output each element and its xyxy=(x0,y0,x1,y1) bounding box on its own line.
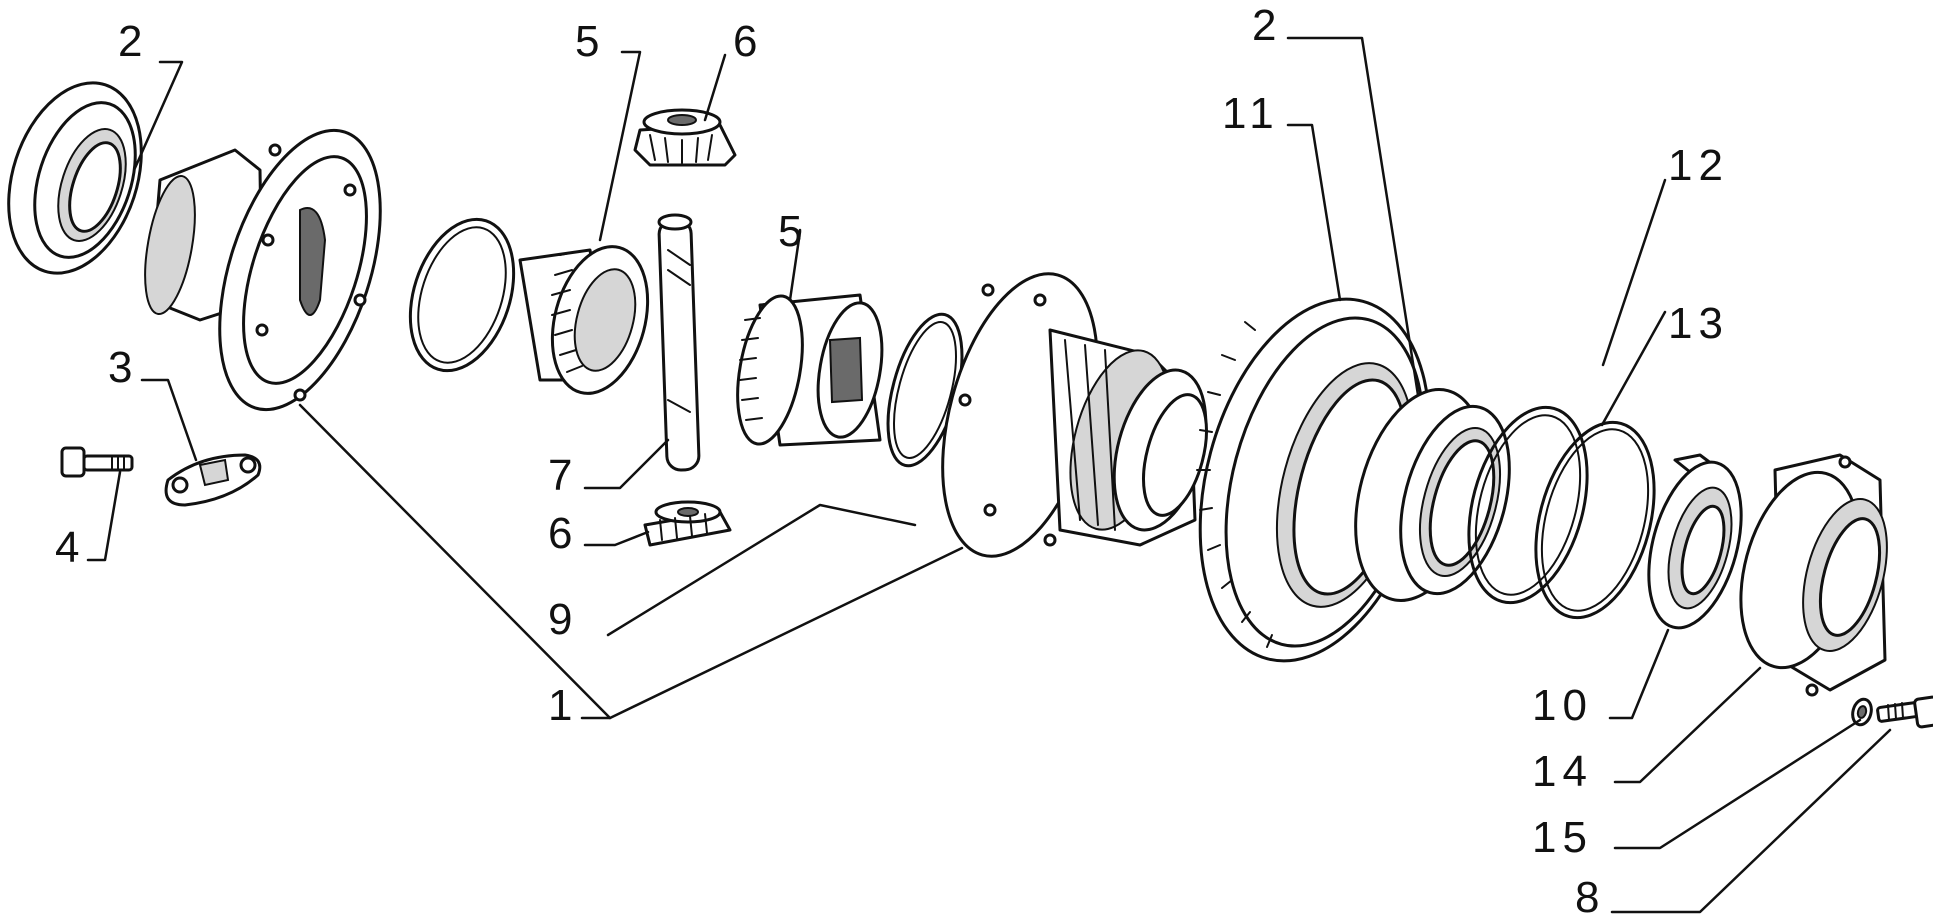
callout-13: 13 xyxy=(1668,299,1729,348)
callout-12: 12 xyxy=(1668,141,1729,190)
part-seal-tabbed xyxy=(1647,453,1743,630)
part-snap-ring-left xyxy=(408,217,516,373)
callout-2-right: 2 xyxy=(1252,1,1282,50)
part-side-gear-right xyxy=(736,293,884,447)
callout-14: 14 xyxy=(1532,747,1593,796)
part-housing-left xyxy=(144,128,382,412)
part-shim-ring xyxy=(1467,405,1589,605)
part-bearing-right xyxy=(1354,388,1511,602)
callout-6-bottom: 6 xyxy=(548,509,578,558)
part-bolt-left xyxy=(60,446,134,478)
part-washer xyxy=(1851,697,1873,727)
part-side-gear-left xyxy=(518,245,650,395)
part-seal-left xyxy=(7,81,143,275)
part-pinion-gear-bottom xyxy=(643,500,732,547)
callout-4: 4 xyxy=(55,523,85,572)
part-bearing-cover xyxy=(1739,453,1888,697)
callout-9: 9 xyxy=(548,595,578,644)
callout-7: 7 xyxy=(548,451,578,500)
callout-11: 11 xyxy=(1222,89,1280,138)
callout-1: 1 xyxy=(548,681,578,730)
part-cross-pin xyxy=(657,213,701,472)
callout-15: 15 xyxy=(1532,813,1593,862)
part-bolt-right xyxy=(1876,695,1933,729)
part-o-ring xyxy=(1534,420,1656,620)
callout-5-top: 5 xyxy=(575,17,605,66)
part-housing-right xyxy=(941,272,1208,558)
callout-5-mid: 5 xyxy=(778,207,808,256)
callout-labels: 2 5 6 2 11 12 13 5 3 7 4 6 9 1 10 14 15 … xyxy=(55,1,1729,917)
leader-lines xyxy=(86,36,1892,914)
callout-8: 8 xyxy=(1575,873,1605,917)
callout-6-top: 6 xyxy=(733,17,763,66)
callout-10: 10 xyxy=(1532,681,1593,730)
part-pinion-gear-top xyxy=(633,108,737,167)
callout-2-left: 2 xyxy=(118,17,148,66)
part-retaining-clip xyxy=(164,453,262,507)
callout-3: 3 xyxy=(108,343,138,392)
